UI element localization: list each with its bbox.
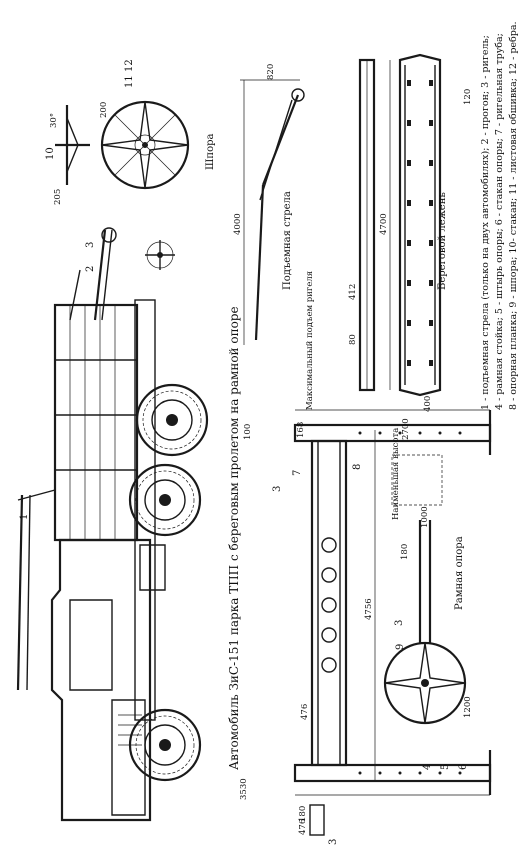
callout-9: 9 [395,644,406,650]
legend-line-2: 4 - рамная стойка; 5 - штырь опоры; 6 - … [494,33,505,410]
truck-cab [50,538,152,822]
truck-cargo-body [53,303,139,542]
callout-12: 12 [124,59,135,72]
min-height-zone [391,454,443,506]
frame-base-plate [309,804,325,836]
truck-view [16,227,209,822]
rear-wheel-1 [135,383,209,457]
legend-line-3: 8 - опорная планка; 9 - шпора; 10- стака… [508,21,519,410]
dim-spur-30: 30° [49,113,59,128]
dim-frame-4756: 4756 [364,598,374,620]
callout-6: 6 [458,764,469,770]
dim-beam-412: 412 [348,284,358,300]
frame-crossbeam [310,439,348,767]
callout-1: 1 [19,514,30,520]
dim-spur-200: 200 [99,102,109,118]
annotation-min-height: Наименьшая высота [391,428,401,520]
spur-view [55,100,190,190]
spur-label: Шпора [205,134,216,170]
legend-line-1: 1 - подъемная стрела (только на двух авт… [480,35,491,410]
callout-3-spur: 3 [394,620,405,626]
dim-frame-1000: 1000 [420,506,430,528]
cab-window [69,599,113,691]
dim-beam-120: 120 [463,89,473,105]
drawing-title: Автомобиль ЗиС-151 парка ТПП с береговым… [227,306,241,770]
callout-11: 11 [124,75,135,88]
bank-beam-view [358,53,442,397]
frame-support-view [293,409,492,836]
dim-frame-476: 476 [300,704,310,720]
frame-support-label: Рамная опора [454,536,465,610]
callout-2: 2 [85,266,96,272]
callout-4: 4 [422,764,433,770]
boom-label: Подъемная стрела [282,191,293,290]
truck-boom [16,494,24,691]
dim-frame-168: 168 [296,422,306,438]
dim-boom-820: 820 [266,64,276,80]
callout-7: 7 [292,470,303,476]
boom-view [240,79,305,345]
dim-beam-4700: 4700 [379,213,389,235]
purlin-arm [93,229,107,321]
truck-chassis [134,299,156,721]
callout-10: 10 [45,147,56,160]
dim-frame-476-b: 476 [298,819,308,835]
small-spur [145,240,175,270]
dim-frame-1200: 1200 [463,696,473,718]
callout-8: 8 [352,464,363,470]
fuel-tank [139,544,166,591]
dim-frame-2700: 2700 [401,418,411,440]
purlin-eye [101,227,117,243]
dim-frame-180: 180 [400,544,410,560]
dim-beam-80: 80 [348,334,358,345]
spur-ribs [101,101,189,189]
dim-boom-4000: 4000 [233,213,243,235]
callout-3-base: 3 [328,839,339,845]
boom-lower [254,184,265,341]
truck-hood [111,699,146,816]
dim-frame-180-b: 180 [298,806,308,822]
callout-3-frame: 3 [272,486,283,492]
annotation-max-lift: Максимальный подъем ригеля [305,271,315,410]
rear-wheel-2 [128,463,202,537]
dim-frame-3530: 3530 [239,778,249,800]
dim-frame-100: 100 [243,424,253,440]
dim-spur-205: 205 [53,189,63,205]
beam-top [398,53,442,397]
callout-5: 5 [440,764,451,770]
front-wheel [128,708,202,782]
bank-beam-label: Береговой лежень [437,192,448,290]
dim-beam-400: 400 [423,396,433,412]
callout-3-truck: 3 [85,242,96,248]
boom-upper [261,94,300,186]
